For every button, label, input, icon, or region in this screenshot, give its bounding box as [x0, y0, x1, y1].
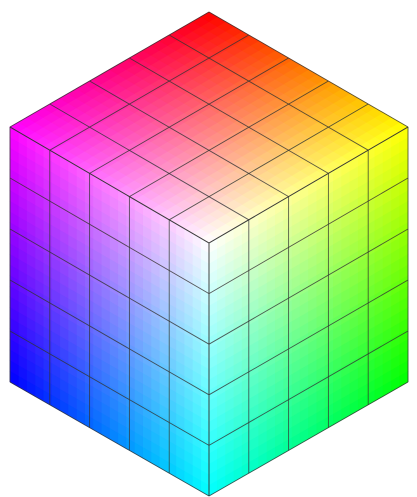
rgb-cube-graphic	[0, 0, 417, 497]
rgb-cube-diagram	[0, 0, 417, 497]
